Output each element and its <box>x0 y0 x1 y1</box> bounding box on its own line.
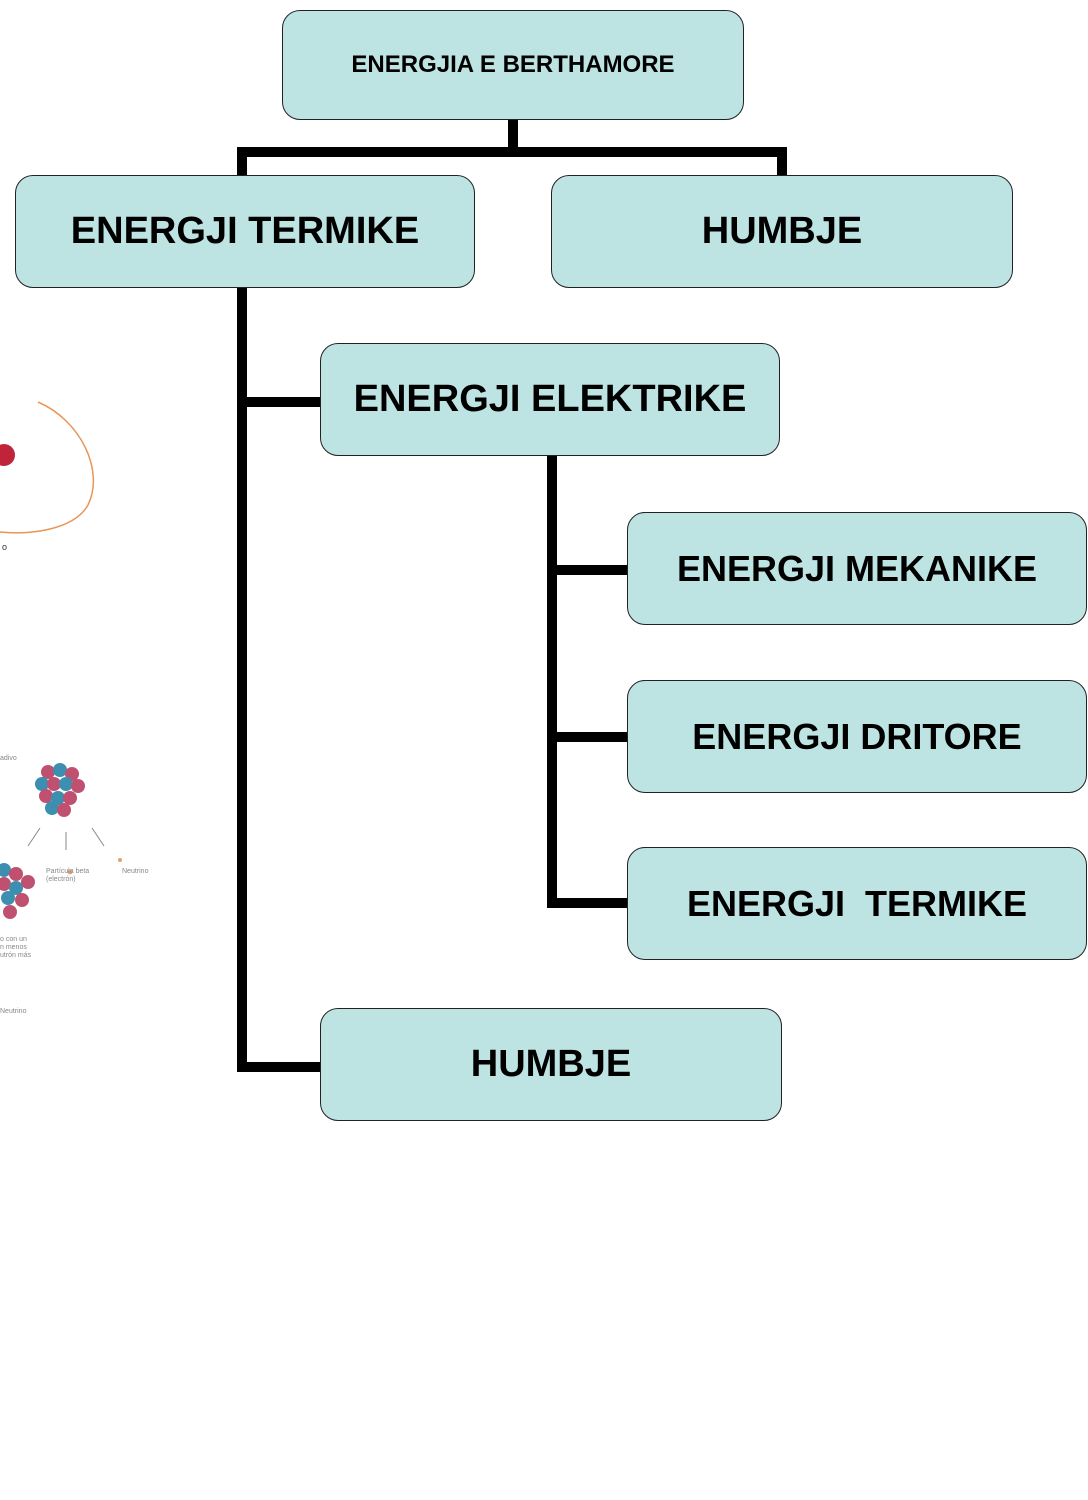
neutrino-label: Neutrino <box>122 868 149 875</box>
beta-decay-illustration <box>0 763 122 919</box>
node-energji-termike-2: ENERGJI TERMIKE <box>627 847 1087 960</box>
electron-orbit <box>0 401 95 534</box>
nucleus-bottom <box>0 863 35 919</box>
electron-particle <box>0 444 15 466</box>
connectors <box>237 115 787 1072</box>
beta-particle <box>67 869 73 875</box>
node-energji-termike: ENERGJI TERMIKE <box>15 175 475 288</box>
atom-illustration <box>0 401 95 534</box>
concept-map: o adivo Partícula beta (electrón) Neutri… <box>0 10 1087 1121</box>
bottom-neutrino-label: Neutrino <box>0 1008 27 1015</box>
atom-label: o <box>2 542 8 552</box>
illustration-label-top: adivo <box>0 755 17 762</box>
node-energji-dritore: ENERGJI DRITORE <box>627 680 1087 793</box>
nucleus-top <box>35 763 85 817</box>
beta-particle-label: Partícula beta (electrón) <box>46 868 90 883</box>
node-energji-mekanike: ENERGJI MEKANIKE <box>627 512 1087 625</box>
node-humbje-bottom: HUMBJE <box>320 1008 782 1121</box>
decay-arrows <box>27 827 105 850</box>
node-energji-elektrike: ENERGJI ELEKTRIKE <box>320 343 780 456</box>
node-humbje-top: HUMBJE <box>551 175 1013 288</box>
neutrino-particle <box>118 858 122 862</box>
node-root: ENERGJIA E BERTHAMORE <box>282 10 744 120</box>
result-nucleus-label: o con un n menos utrón más <box>0 936 32 959</box>
